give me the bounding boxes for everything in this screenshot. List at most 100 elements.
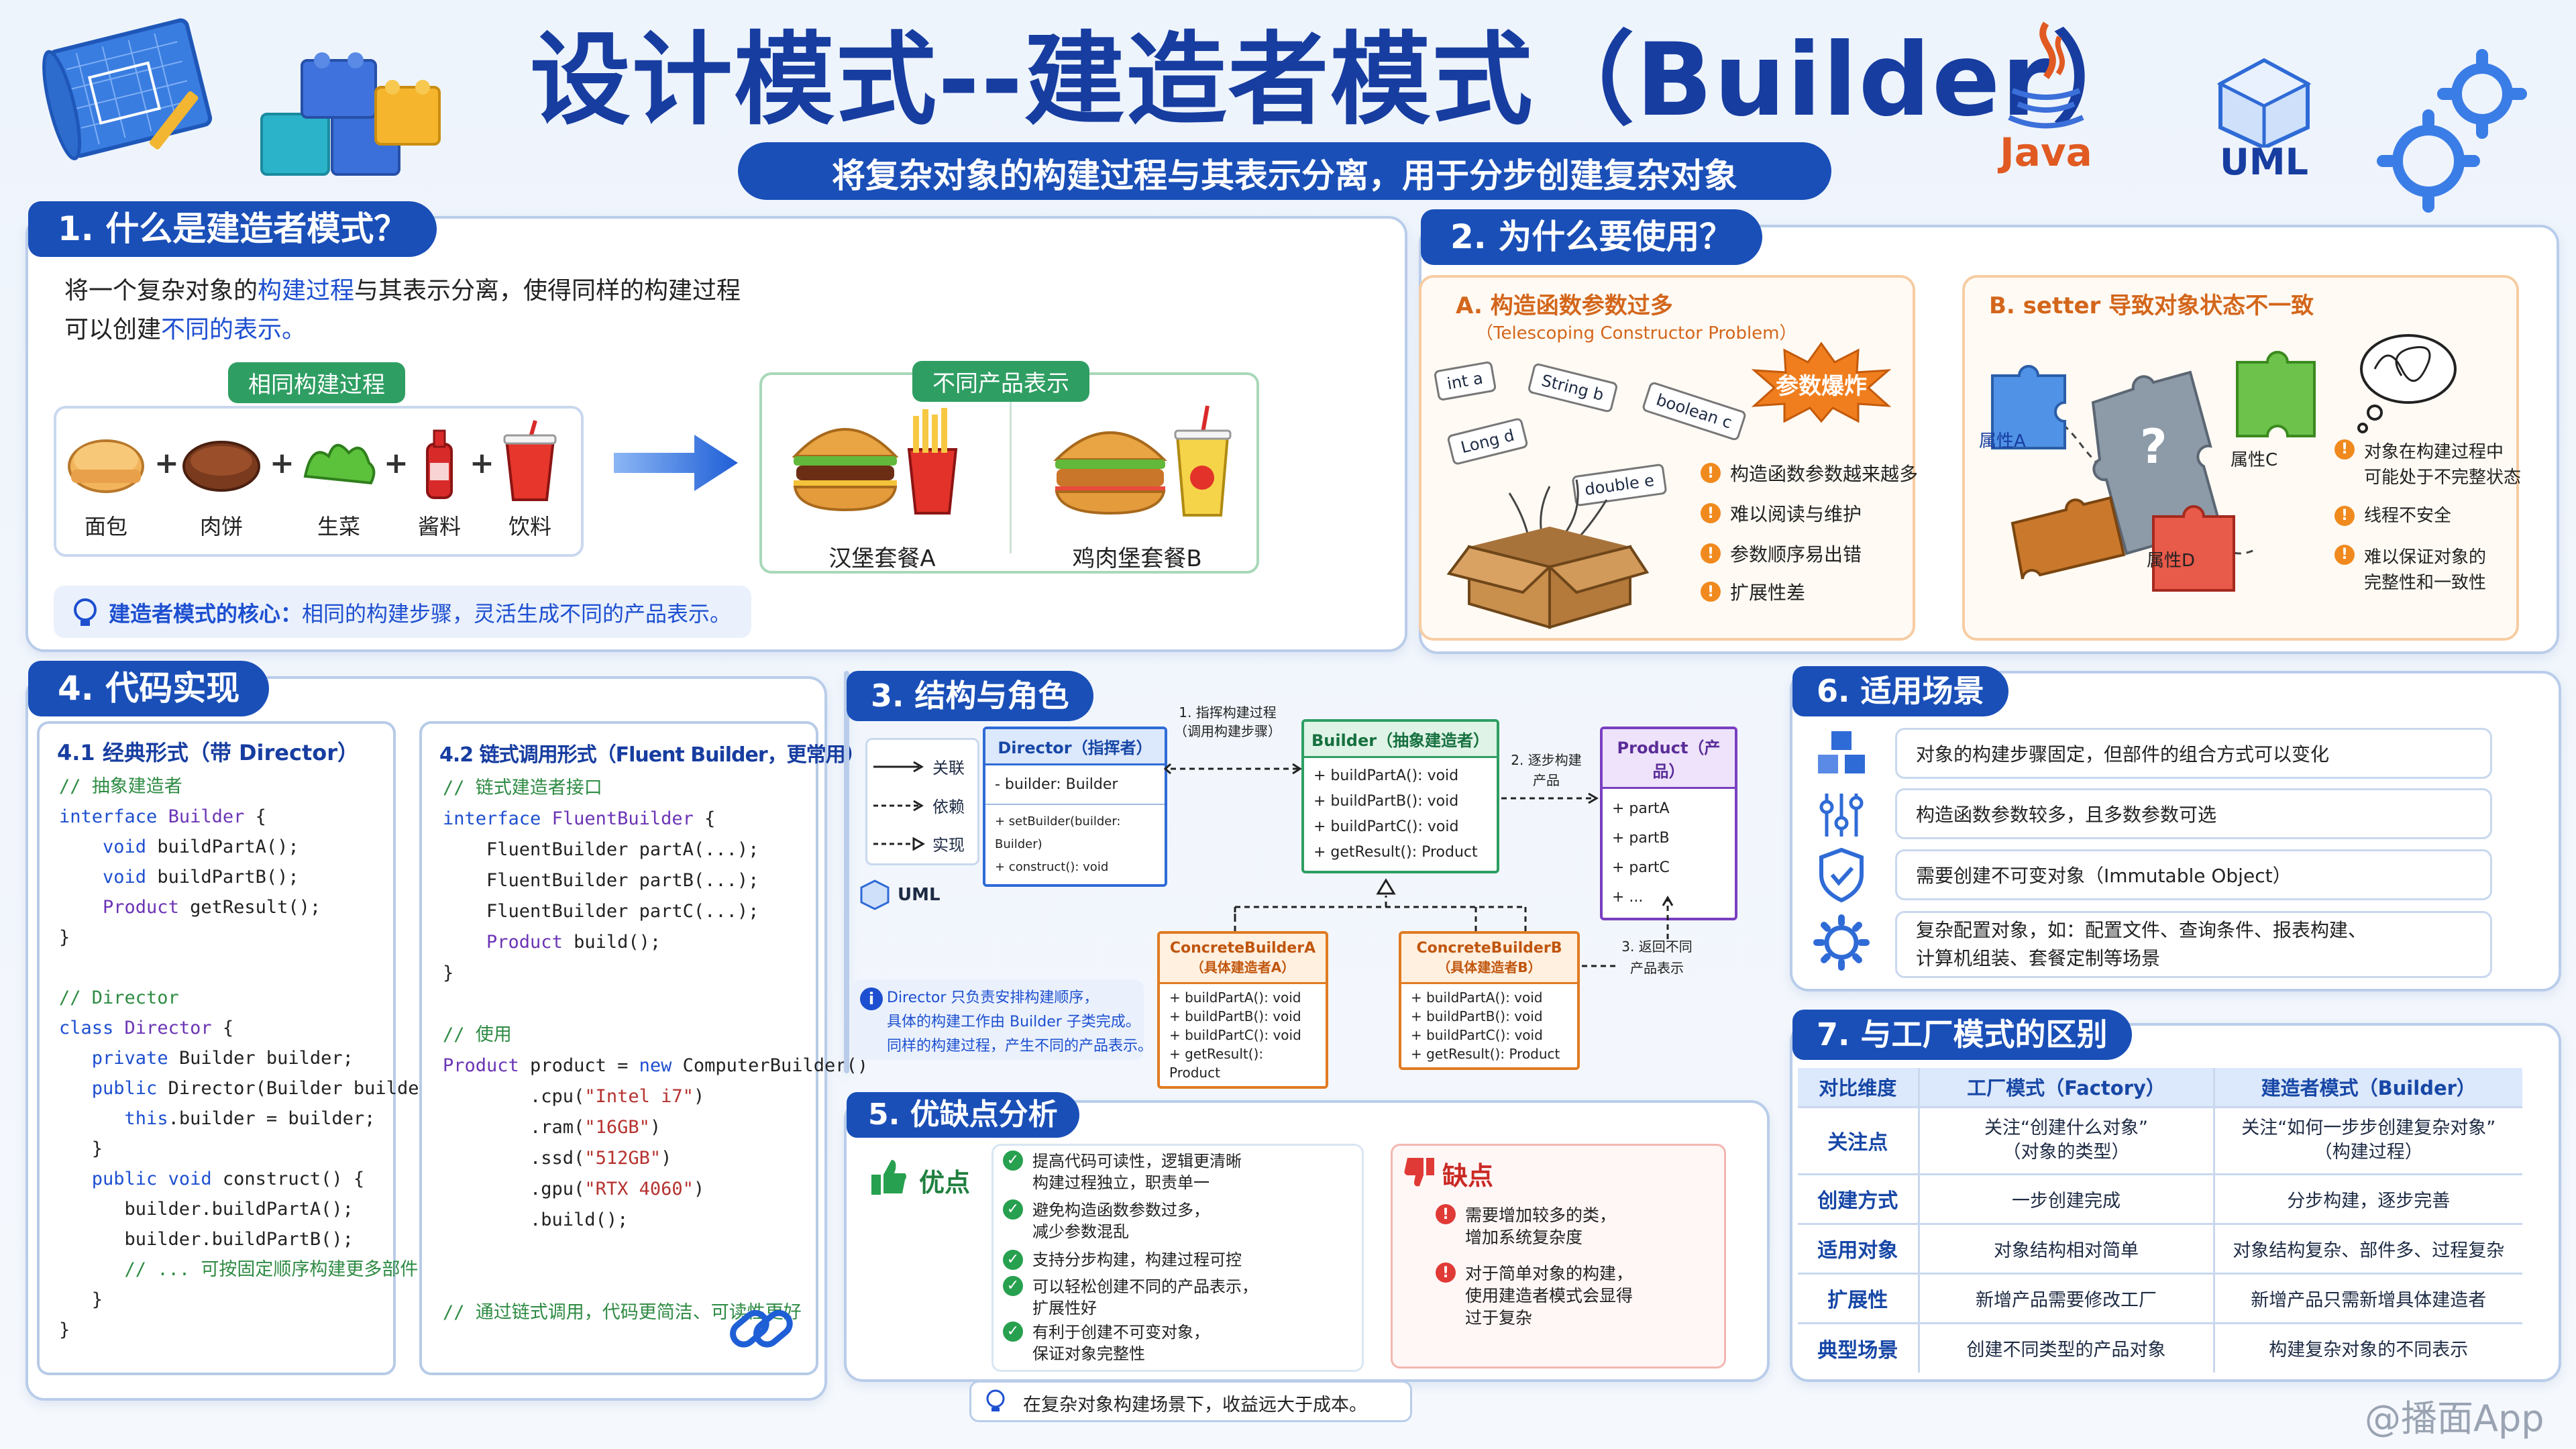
table-row: 适用对象 对象结构相对简单 对象结构复杂、部件多、过程复杂 (1798, 1224, 2522, 1275)
java-logo-icon: Java (1992, 17, 2100, 178)
setter-point: !难以保证对象的 完整性和一致性 (2334, 545, 2486, 596)
scenario-item: 复杂配置对象，如：配置文件、查询条件、报表构建、 计算机组装、套餐定制等场景 (1895, 911, 2492, 978)
puzzle-label: 属性A (1979, 431, 2026, 451)
puzzle-pieces-icon: ? (1972, 349, 2321, 624)
scenario-item: 需要创建不可变对象（Immutable Object） (1895, 849, 2492, 900)
error-icon: ! (1436, 1204, 1456, 1224)
scenario-item: 构造函数参数较多，且多数参数可选 (1895, 788, 2492, 839)
ingredient-label: 肉饼 (199, 514, 243, 539)
section-structure (844, 671, 849, 1073)
table-header: 工厂模式（Factory） (1919, 1068, 2215, 1108)
drink-cup-icon (496, 419, 564, 503)
warning-icon: ! (1701, 503, 1721, 523)
core-callout (54, 586, 751, 638)
core-text: 建造者模式的核心：相同的构建步骤，灵活生成不同的产品表示。 (109, 601, 732, 627)
pros-cons-footer-text: 在复杂对象构建场景下，收益远大于成本。 (1023, 1395, 1367, 1415)
section-1-title: 1. 什么是建造者模式？ (28, 201, 437, 257)
director-note-text: Director 只负责安排构建顺序， 具体的构建工作由 Builder 子类完… (887, 989, 1153, 1055)
code-card-fluent (419, 721, 818, 1375)
con-item: !需要增加较多的类， 增加系统复杂度 (1436, 1204, 1616, 1248)
section-3-title: 3. 结构与角色 (847, 671, 1093, 721)
legend-realization: 实现 (872, 832, 965, 855)
warning-icon: ! (1701, 463, 1721, 483)
director-note (852, 979, 1144, 1060)
cons-label: 缺点 (1442, 1161, 1494, 1191)
java-label: Java (2000, 129, 2092, 175)
lightbulb-icon (67, 594, 103, 630)
uml-small-icon: UML (859, 879, 941, 911)
pro-item: ✓可以轻松创建不同的产品表示， 扩展性好 (1003, 1276, 1258, 1319)
scribble-thought-icon (2348, 329, 2462, 436)
watermark: @播面App (2365, 1397, 2544, 1440)
info-icon: i (860, 987, 883, 1010)
plus-sign: + (154, 446, 179, 480)
bread-icon (66, 429, 146, 496)
sliders-icon (1815, 788, 1868, 842)
section-4-title: 4. 代码实现 (28, 661, 270, 716)
param-explosion-icon (1751, 341, 1892, 423)
pro-item: ✓支持分步构建，构建过程可控 (1003, 1249, 1242, 1271)
table-header: 对比维度 (1798, 1068, 1920, 1108)
check-icon: ✓ (1003, 1150, 1023, 1171)
table-row: 典型场景 创建不同类型的产品对象 构建复杂对象的不同表示 (1798, 1323, 2522, 1373)
section-6-title: 6. 适用场景 (1792, 666, 2008, 716)
lightbulb-icon (981, 1386, 1010, 1415)
cubes-icon (1811, 728, 1872, 782)
check-icon: ✓ (1003, 1199, 1023, 1220)
gear-settings-icon (1811, 912, 1872, 973)
puzzle-label: 属性D (2147, 551, 2196, 571)
subtitle-banner (738, 142, 1831, 200)
comparison-table: 对比维度 工厂模式（Factory） 建造者模式（Builder） 关注点 关注… (1798, 1068, 2522, 1373)
shield-icon (1815, 847, 1868, 904)
blueprint-icon (34, 13, 235, 168)
uml-cube-icon: UML (2207, 54, 2321, 188)
uml-connectors (844, 671, 1770, 1073)
constructor-point: !难以阅读与维护 (1701, 500, 1862, 527)
section-5-title: 5. 优缺点分析 (847, 1092, 1079, 1138)
sauce-bottle-icon (413, 424, 466, 501)
burger-combo-icon (782, 402, 963, 520)
code-card-classic (37, 721, 396, 1375)
section-2-title: 2. 为什么要使用？ (1421, 209, 1763, 265)
uml-product: Product（产品） + partA+ partB+ partC+ ... (1600, 727, 1737, 920)
subtitle: 将复杂对象的构建过程与其表示分离，用于分步创建复杂对象 (832, 156, 1737, 195)
pro-item: ✓避免构造函数参数过多， 减少参数混乱 (1003, 1199, 1210, 1242)
plus-sign: + (270, 446, 294, 480)
warning-icon: ! (2334, 439, 2355, 460)
plus-sign: + (470, 446, 494, 480)
building-blocks-icon (248, 47, 449, 188)
legend-dependency: 依赖 (872, 794, 965, 817)
setter-point: !对象在构建过程中 可能处于不完整状态 (2334, 439, 2521, 490)
pro-item: ✓提高代码可读性，逻辑更清晰 构建过程独立，职责单一 (1003, 1150, 1242, 1193)
uml-builder: Builder（抽象建造者） + buildPartA(): void+ bui… (1301, 719, 1499, 873)
setter-title: B. setter 导致对象状态不一致 (1989, 292, 2314, 319)
patty-icon (181, 433, 262, 496)
warning-icon: ! (1701, 543, 1721, 564)
thumbs-down-icon (1402, 1155, 1436, 1189)
uml-concrete-builder-a: ConcreteBuilderA（具体建造者A） + buildPartA():… (1157, 931, 1328, 1089)
constructor-subtitle: （Telescoping Constructor Problem） (1476, 323, 1797, 343)
con-item: !对于简单对象的构建， 使用建造者模式会显得 过于复杂 (1436, 1263, 1633, 1329)
check-icon: ✓ (1003, 1250, 1023, 1270)
error-icon: ! (1436, 1263, 1456, 1283)
param-explosion-label: 参数爆炸 (1776, 373, 1867, 400)
definition-text: 将一个复杂对象的构建过程与其表示分离，使得同样的构建过程 可以创建不同的表示。 (64, 277, 741, 343)
product-label: 鸡肉堡套餐B (1072, 545, 1202, 572)
pro-item: ✓有利于创建不可变对象， 保证对象完整性 (1003, 1322, 1210, 1364)
constructor-point: !构造函数参数越来越多 (1701, 460, 1918, 486)
pill-diff-product: 不同产品表示 (912, 361, 1089, 402)
code-fluent-title: 4.2 链式调用形式（Fluent Builder，更常用） (439, 743, 865, 767)
table-header: 建造者模式（Builder） (2214, 1068, 2522, 1108)
svg-text:?: ? (2140, 419, 2167, 474)
arrow-right-icon (614, 429, 741, 496)
constructor-title: A. 构造函数参数过多 (1456, 292, 1673, 319)
ingredient-label: 生菜 (317, 514, 360, 539)
cons-box (1391, 1144, 1726, 1368)
ingredient-label: 饮料 (508, 514, 551, 539)
lettuce-icon (299, 429, 379, 496)
uml-label: UML (2220, 141, 2308, 183)
uml-step-2: 2. 逐步构建 产品 (1511, 752, 1582, 788)
ingredients-box (54, 406, 584, 557)
constructor-point: !参数顺序易出错 (1701, 540, 1862, 567)
uml-concrete-builder-b: ConcreteBuilderB（具体建造者B） + buildPartA():… (1399, 931, 1580, 1070)
